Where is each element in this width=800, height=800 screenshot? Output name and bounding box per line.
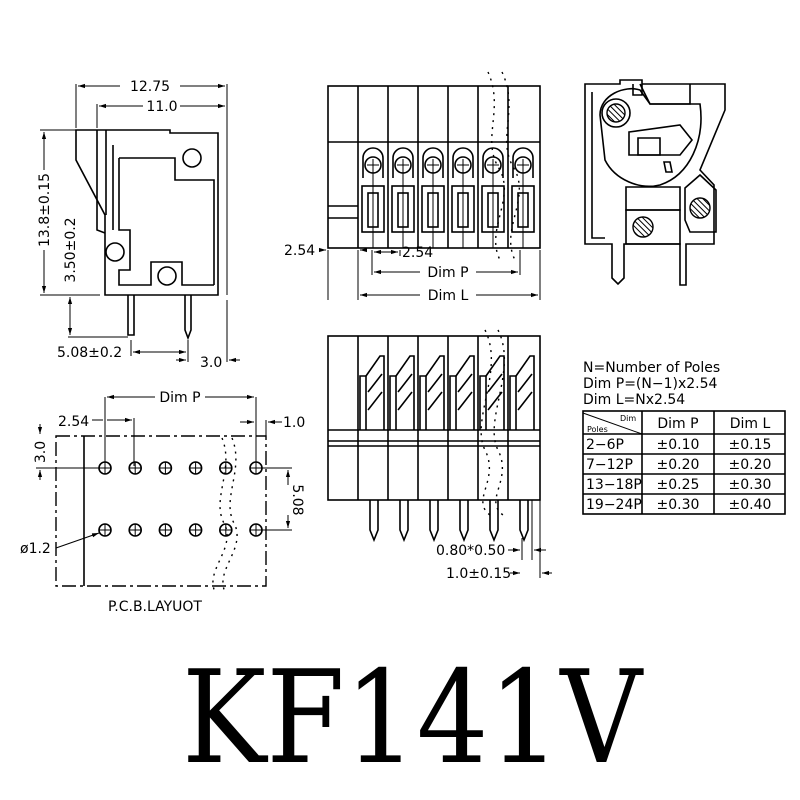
pin [489,500,499,543]
terminal-cell [357,336,385,543]
contact-pin [632,216,654,238]
side-view-body [75,129,219,341]
table-cell-poles: 2−6P [586,437,624,453]
terminal-cell [417,86,445,248]
mounting-hole [105,242,125,262]
pcb-hole [219,461,233,475]
table-cell-poles: 13−18P [586,477,642,493]
terminal-cell [417,336,445,543]
table-corner-dim: Dim [620,414,636,423]
pin [429,500,439,543]
dim-pin-offset: 3.0 [200,355,222,371]
pcb-dim-hole-diameter: ø1.2 [20,541,51,557]
section-view [584,79,726,286]
table-row: 19−24P ±0.30 ±0.40 [586,497,771,513]
pin [399,500,409,543]
table-row: 2−6P ±0.10 ±0.15 [586,437,771,453]
pcb-hole [188,523,203,537]
pcb-hole [219,523,233,537]
pcb-dim-row-offset: 3.0 [33,441,49,463]
table-cell-poles: 19−24P [586,497,642,513]
pcb-dim-edge: 1.0 [283,415,305,431]
pin [459,500,469,543]
terminal-cell [447,336,475,543]
dim-pin-width: 1.0±0.15 [446,566,511,582]
dim-pin-section: 0.80*0.50 [436,543,505,559]
table-cell-dim-l: ±0.30 [729,477,772,493]
dim-l-label: Dim L [428,288,469,304]
terminal-cell [447,86,475,248]
notes: N=Number of Poles Dim P=(N−1)x2.54 Dim L… [583,360,720,408]
note-line: Dim L=Nx2.54 [583,392,685,408]
dim-p-label: Dim P [427,265,468,281]
pcb-hole [158,461,173,475]
terminal-cell [507,336,535,543]
mounting-hole [182,148,202,168]
dim-edge-offset: 2.54 [284,243,315,259]
model-title: KF141V [182,644,644,793]
terminal-cell [507,86,535,248]
pcb-hole [158,523,173,537]
pcb-hole [128,461,142,475]
dim-height: 13.8±0.15 [37,173,53,247]
pcb-layout: Dim P 2.54 1.0 3.0 5.08 ø1.2 P.C.B.LAYUO… [20,390,305,615]
table-row: 13−18P ±0.25 ±0.30 [586,477,771,493]
pcb-hole [98,523,112,537]
table-cell-poles: 7−12P [586,457,633,473]
terminal-cell [387,86,415,248]
side-view: 12.75 11.0 13.8±0.15 3.50±0.2 5.08±0.2 3… [37,79,240,371]
pivot-pin [606,103,626,123]
pcb-hole [249,523,263,537]
pcb-dim-p-label: Dim P [159,390,200,406]
table-header-dim-p: Dim P [657,416,698,432]
table-cell-dim-p: ±0.25 [657,477,700,493]
table-cell-dim-p: ±0.30 [657,497,700,513]
table-cell-dim-l: ±0.15 [729,437,772,453]
pcb-hole [128,523,142,537]
bottom-view: 0.80*0.50 1.0±0.15 [327,329,552,582]
terminal-cell [357,86,385,248]
note-line: N=Number of Poles [583,360,720,376]
bottom-view-body [327,335,541,501]
note-line: Dim P=(N−1)x2.54 [583,376,718,392]
pcb-hole [188,461,203,475]
terminal-cell [477,86,505,248]
mounting-hole [157,266,177,286]
table-cell-dim-p: ±0.20 [657,457,700,473]
table-header-dim-l: Dim L [730,416,771,432]
pcb-dim-pitch: 2.54 [58,414,89,430]
pin [519,500,529,543]
pin [127,295,135,336]
dim-inner-width: 11.0 [146,99,177,115]
table-corner-poles: Poles [587,425,608,434]
terminal-cell [477,336,505,543]
dim-pitch: 2.54 [402,245,433,261]
front-view-body [327,85,541,249]
pcb-layout-label: P.C.B.LAYUOT [108,599,202,615]
dim-pin-spacing: 5.08±0.2 [57,345,122,361]
tolerance-table: Dim Poles Dim P Dim L 2−6P ±0.10 ±0.15 7−12… [582,410,786,515]
pin [369,500,379,543]
contact-pin [689,197,711,219]
table-cell-dim-l: ±0.20 [729,457,772,473]
table-cell-dim-p: ±0.10 [657,437,700,453]
pcb-outline [55,435,267,587]
pin [184,295,192,341]
terminal-cell [387,336,415,543]
table-row: 7−12P ±0.20 ±0.20 [586,457,771,473]
dim-overall-width: 12.75 [130,79,170,95]
lever [599,88,702,187]
table-cell-dim-l: ±0.40 [729,497,772,513]
front-view: 2.54 2.54 Dim P Dim L [284,71,541,304]
dim-pin-length: 3.50±0.2 [63,217,79,282]
pcb-dim-row-spacing: 5.08 [289,484,305,515]
